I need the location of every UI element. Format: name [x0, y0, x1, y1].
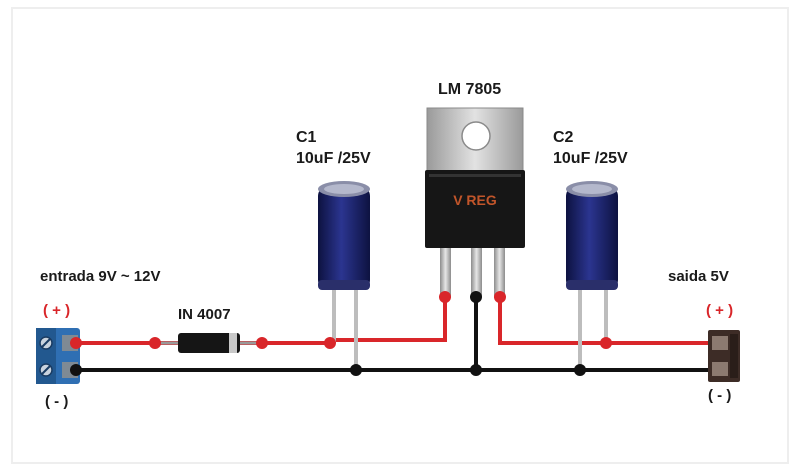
diode-in4007: [155, 333, 262, 353]
c1-value-label: 10uF /25V: [296, 150, 371, 167]
regulator-label: LM 7805: [438, 81, 502, 98]
input-plus-label: ( + ): [43, 302, 71, 319]
c2-name-label: C2: [553, 129, 574, 146]
regulator-lm7805: [425, 107, 525, 298]
input-terminal-block: [36, 328, 80, 384]
c1-name-label: C1: [296, 129, 317, 146]
output-plus-label: ( + ): [706, 302, 734, 319]
positive-input-wire: [75, 297, 447, 345]
junction-dots: [70, 291, 612, 376]
c2-value-label: 10uF /25V: [553, 150, 628, 167]
regulator-marking: V REG: [453, 192, 497, 208]
capacitor-c1: [318, 181, 370, 370]
positive-output-wire: [498, 297, 720, 345]
input-minus-label: ( - ): [45, 393, 69, 410]
capacitor-c2: [566, 181, 618, 370]
output-terminal-block: [708, 330, 740, 382]
output-minus-label: ( - ): [708, 387, 732, 404]
diode-label: IN 4007: [178, 306, 231, 323]
input-voltage-label: entrada 9V ~ 12V: [40, 268, 161, 285]
diagram-frame: [11, 7, 789, 464]
output-voltage-label: saida 5V: [668, 268, 729, 285]
